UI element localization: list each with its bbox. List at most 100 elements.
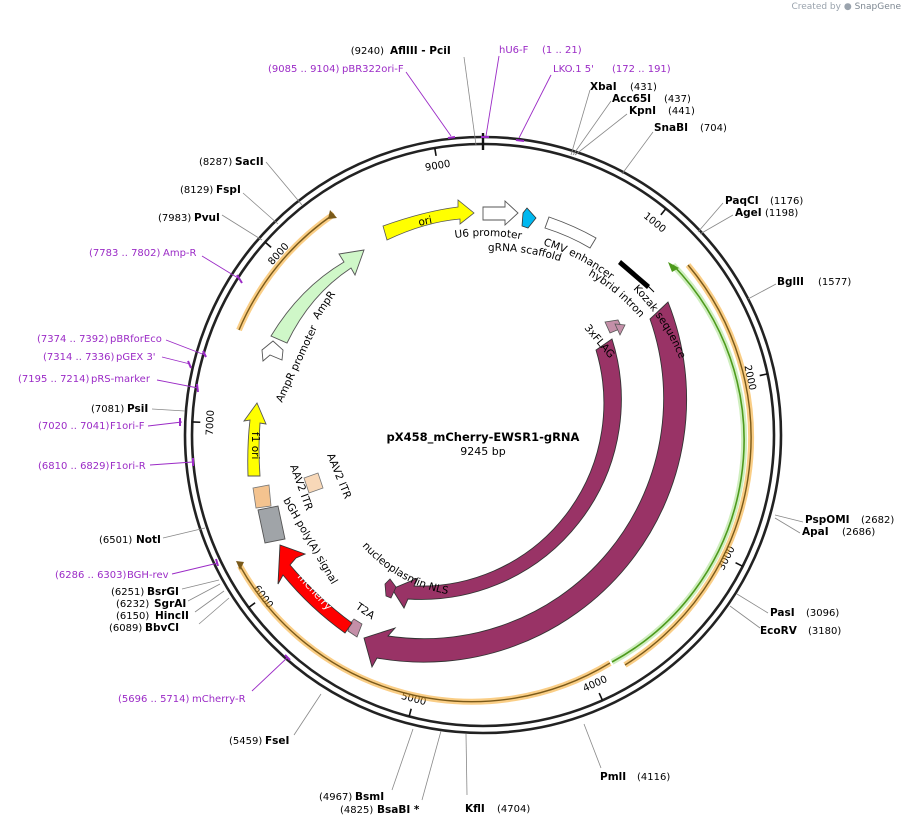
svg-text:(7195 .. 7214): (7195 .. 7214) [18, 374, 90, 385]
enzyme-xbai[interactable]: XbaI (431) [570, 81, 657, 156]
primer-f1ori-f[interactable]: (7020 .. 7041) F1ori-F [38, 421, 183, 432]
svg-text:pGEX 3': pGEX 3' [116, 352, 156, 363]
primer-mark-lko1 [515, 139, 525, 142]
enzyme-noti[interactable]: (6501) NotI [99, 527, 206, 546]
enzyme-pspomi[interactable]: PspOMI (2682) [774, 514, 894, 526]
enzyme-sacii[interactable]: (8287) SacII [199, 156, 303, 206]
enzyme-kfli[interactable]: KflI (4704) [465, 733, 530, 815]
svg-text:HincII: HincII [155, 610, 189, 622]
svg-text:NotI: NotI [136, 534, 161, 546]
credit-brand: SnapGene [854, 2, 901, 12]
svg-text:(4116): (4116) [637, 772, 670, 783]
enzyme-bbvci[interactable]: (6089) BbvCI [109, 597, 230, 634]
svg-text:XbaI: XbaI [590, 81, 617, 93]
enzyme-sgrai[interactable]: (6232) SgrAI [116, 583, 221, 610]
svg-text:(172 .. 191): (172 .. 191) [612, 64, 671, 75]
enzyme-bsmi[interactable]: (4967) BsmI [319, 728, 414, 803]
svg-text:(8287): (8287) [199, 157, 232, 168]
svg-text:BsmI: BsmI [355, 791, 384, 803]
enzyme-psii[interactable]: (7081) PsiI [91, 403, 186, 415]
enzyme-bsrgi[interactable]: (6251) BsrGI [111, 579, 220, 598]
primer-labels: hU6-F (1 .. 21) LKO.1 5' (172 .. 191) (9… [18, 45, 671, 705]
snapgene-credit: Created by ● SnapGene [791, 2, 901, 12]
primer-mark-pbrforeco [202, 350, 207, 358]
enzyme-pmli[interactable]: PmlI (4116) [583, 723, 670, 783]
svg-text:(7983): (7983) [158, 213, 191, 224]
enzyme-aflIII-pciI[interactable]: (9240) AflIII - PciI [351, 45, 477, 146]
feature-u6-promoter [482, 199, 519, 227]
svg-text:(5696 .. 5714): (5696 .. 5714) [118, 694, 190, 705]
svg-text:(7374 .. 7392): (7374 .. 7392) [37, 334, 109, 345]
tick-mark-6000 [248, 602, 256, 609]
credit-prefix: Created by [791, 2, 841, 12]
primer-bgh-rev[interactable]: (6286 .. 6303) BGH-rev [55, 562, 219, 581]
feature-kozak [644, 282, 655, 293]
tick-mark-1000 [660, 208, 667, 216]
enzyme-bsabi[interactable]: (4825) BsaBI * [340, 730, 442, 816]
svg-text:(2682): (2682) [861, 515, 894, 526]
svg-text:Amp-R: Amp-R [163, 248, 197, 259]
orf-arrow-ampr [328, 210, 337, 219]
feature-aav2-itr-right [303, 472, 324, 494]
orf-arc-ampr-core [238, 213, 335, 331]
plasmid-length: 9245 bp [460, 445, 505, 458]
svg-text:(7314 .. 7336): (7314 .. 7336) [43, 352, 115, 363]
feature-ampr [270, 249, 365, 344]
feature-ampr-promoter [261, 340, 284, 362]
enzyme-bglii[interactable]: BglII (1577) [747, 276, 851, 300]
primer-pbrforeco[interactable]: (7374 .. 7392) pBRforEco [37, 334, 206, 356]
enzyme-agei[interactable]: AgeI (1198) [699, 207, 798, 235]
tick-mark-4000 [598, 692, 604, 701]
svg-text:(3180): (3180) [808, 626, 841, 637]
feature-label-cas9-inner: Cas9 [600, 496, 627, 522]
enzyme-acc65i[interactable]: Acc65I (437) [572, 93, 691, 156]
enzyme-pasi[interactable]: PasI (3096) [736, 593, 839, 619]
svg-text:BglII: BglII [777, 276, 804, 288]
svg-text:(9085 .. 9104): (9085 .. 9104) [268, 64, 340, 75]
enzyme-kpni[interactable]: KpnI (441) [574, 105, 695, 156]
svg-text:PasI: PasI [770, 607, 795, 619]
enzyme-fsei[interactable]: (5459) FseI [229, 693, 322, 747]
primer-lko1-5[interactable]: LKO.1 5' (172 .. 191) [518, 64, 671, 139]
enzyme-hincii[interactable]: (6150) HincII [116, 590, 225, 622]
tick-mark-3000 [735, 561, 744, 568]
primer-pbr322ori-f[interactable]: (9085 .. 9104) pBR322ori-F [268, 64, 452, 137]
feature-cas9-outer [363, 301, 687, 669]
svg-text:(1198): (1198) [765, 208, 798, 219]
enzyme-pvui[interactable]: (7983) PvuI [158, 212, 263, 241]
primer-mcherry-r[interactable]: (5696 .. 5714) mCherry-R [118, 656, 289, 705]
feature-3xflag-arrow [614, 323, 626, 336]
svg-text:pBRforEco: pBRforEco [110, 334, 162, 345]
svg-text:(6251): (6251) [111, 587, 144, 598]
primer-mark-bgh [215, 558, 219, 567]
svg-text:BsrGI: BsrGI [147, 586, 179, 598]
feature-label-f1-ori: f1 ori [249, 432, 261, 459]
enzyme-snabi[interactable]: SnaBI (704) [621, 122, 727, 175]
svg-text:F1ori-F: F1ori-F [110, 421, 145, 432]
svg-text:(7783 .. 7802): (7783 .. 7802) [89, 248, 161, 259]
enzyme-fspi[interactable]: (8129) FspI [180, 184, 279, 225]
primer-prs-marker[interactable]: (7195 .. 7214) pRS-marker [18, 374, 199, 389]
svg-text:(6089): (6089) [109, 623, 142, 634]
enzyme-ecorv[interactable]: EcoRV (3180) [729, 605, 841, 637]
primer-pgex-3[interactable]: (7314 .. 7336) pGEX 3' [43, 352, 191, 365]
enzyme-paqci[interactable]: PaqCI (1176) [697, 195, 803, 233]
primer-amp-r[interactable]: (7783 .. 7802) Amp-R [89, 248, 239, 279]
tick-mark-5000 [408, 708, 412, 717]
features [242, 199, 687, 669]
feature-cas9-inner [391, 338, 622, 609]
primer-f1ori-r[interactable]: (6810 .. 6829) F1ori-R [38, 461, 194, 472]
svg-text:BsaBI *: BsaBI * [377, 804, 420, 816]
svg-text:(6501): (6501) [99, 535, 132, 546]
primer-hu6-f[interactable]: hU6-F (1 .. 21) [485, 45, 582, 137]
svg-text:(2686): (2686) [842, 527, 875, 538]
plasmid-title: pX458_mCherry-EWSR1-gRNA [387, 430, 580, 445]
svg-text:FseI: FseI [265, 735, 289, 747]
svg-text:(437): (437) [664, 94, 691, 105]
enzyme-apai[interactable]: ApaI (2686) [774, 517, 875, 538]
svg-text:hU6-F: hU6-F [499, 45, 529, 56]
svg-text:(8129): (8129) [180, 185, 213, 196]
svg-text:(431): (431) [630, 82, 657, 93]
feature-bgh-polya [257, 505, 286, 544]
